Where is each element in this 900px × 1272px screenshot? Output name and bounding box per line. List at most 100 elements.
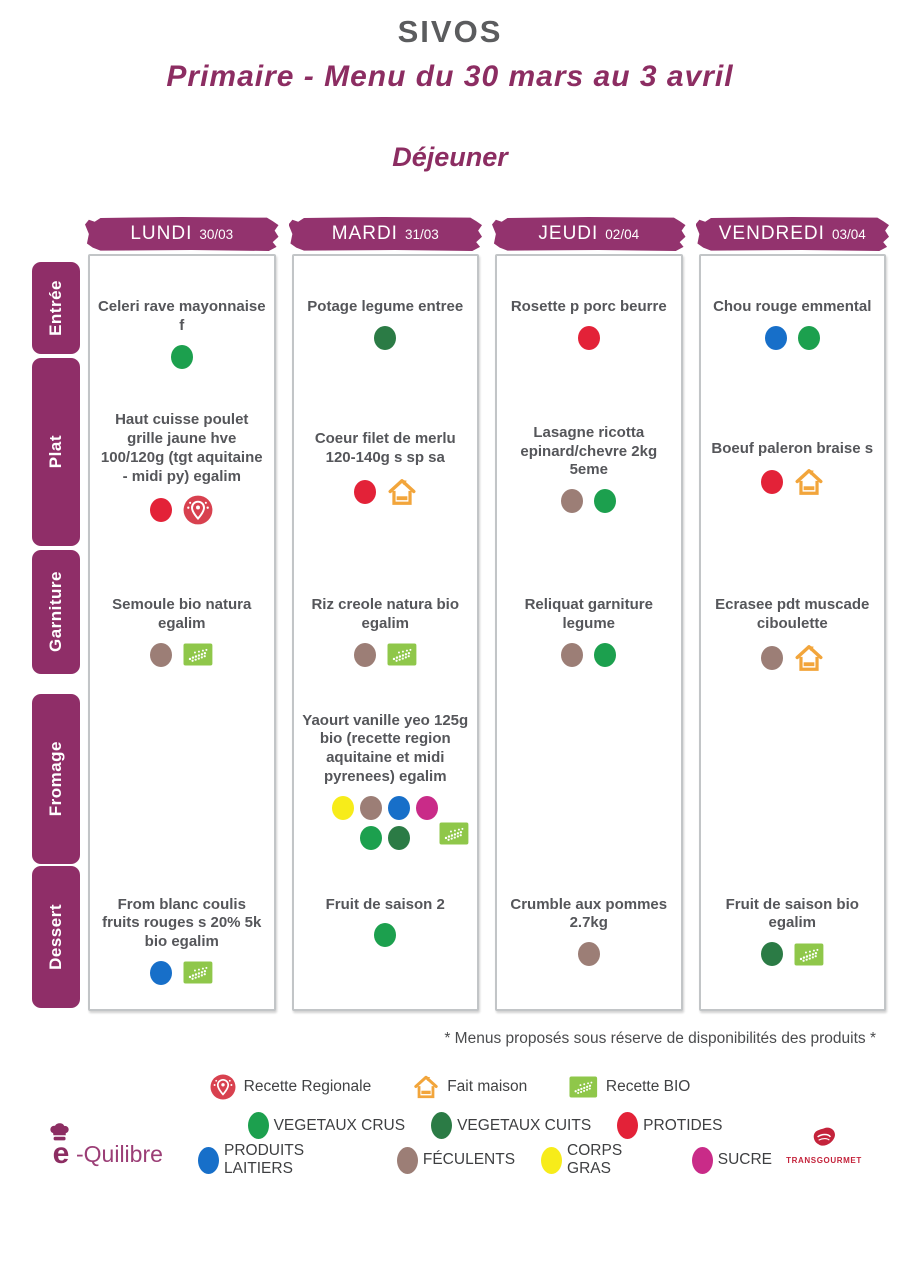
- recette-regionale-icon: [210, 1074, 236, 1100]
- produits-laitiers-dot: [764, 325, 787, 350]
- slot-mardi-plat: Coeur filet de merlu 120-140g s sp sa: [294, 380, 478, 556]
- equilibre-logo-text: -Quilibre: [76, 1141, 163, 1167]
- food-group-legend-feculents: FÉCULENTS: [396, 1142, 515, 1178]
- slot-jeudi-dessert: Crumble aux pommes 2.7kg: [497, 870, 681, 1009]
- day-name: JEUDI: [538, 223, 599, 244]
- menu-item-text: Ecrasee pdt muscade ciboulette: [715, 596, 870, 633]
- slot-jeudi-entree: Rosette p porc beurre: [497, 256, 681, 380]
- day-header-jeudi: JEUDI 02/04: [492, 217, 686, 251]
- vegetaux-crus-dot: [247, 1112, 269, 1139]
- feculents-dot: [760, 645, 783, 670]
- protides-dot: [353, 479, 376, 504]
- protides-dot: [577, 325, 600, 350]
- course-tab-label: Fromage: [46, 741, 65, 817]
- day-date: 02/04: [605, 226, 640, 242]
- course-tab-garniture: Garniture: [32, 550, 80, 674]
- vegetaux-crus-dot: [797, 325, 820, 350]
- equilibre-logo: e -Quilibre: [48, 1121, 198, 1169]
- slot-vendredi-dessert: Fruit de saison bio egalim: [701, 870, 885, 1009]
- equilibre-logo-mark: e: [48, 1121, 74, 1169]
- feculents-dot: [577, 942, 600, 967]
- bio-icon: [569, 1076, 598, 1098]
- slot-jeudi-garniture: Reliquat garniture legume: [497, 556, 681, 695]
- food-group-dots: [701, 325, 885, 350]
- slot-mardi-entree: Potage legume entree: [294, 256, 478, 380]
- menu-item-text: Boeuf paleron braise s: [711, 439, 874, 457]
- sucre-dot: [416, 795, 439, 820]
- day-header-lundi: LUNDI 30/03: [85, 217, 279, 251]
- day-date: 30/03: [199, 226, 234, 242]
- slot-lundi-entree: Celeri rave mayonnaise f: [90, 256, 274, 380]
- sucre-dot: [691, 1146, 713, 1174]
- course-tab-fromage: Fromage: [32, 694, 80, 864]
- day-name: MARDI: [331, 223, 398, 244]
- feculents-dot: [353, 642, 376, 667]
- bio-icon: [794, 943, 824, 966]
- fait-maison-icon: [413, 1074, 439, 1100]
- course-tab-label: Entrée: [46, 280, 65, 336]
- menu-item-text: Yaourt vanille yeo 125g bio (recette reg…: [302, 711, 469, 785]
- food-group-dots: [701, 643, 885, 673]
- course-tab-label: Plat: [46, 435, 65, 469]
- legend-label: Recette Regionale: [243, 1078, 372, 1095]
- feculents-dot: [561, 489, 584, 514]
- course-tab-label: Garniture: [46, 571, 65, 653]
- food-group-label: CORPS GRAS: [567, 1142, 623, 1177]
- fait-maison-icon: [794, 643, 824, 673]
- food-group-dots: [701, 942, 885, 967]
- day-date: 31/03: [404, 226, 439, 242]
- legend-item-recette-regionale: Recette Regionale: [210, 1074, 372, 1100]
- bio-icon: [439, 822, 469, 845]
- legend-item-fait-maison: Fait maison: [413, 1074, 527, 1100]
- food-group-dots: [701, 467, 885, 497]
- day-header-mardi: MARDI 31/03: [288, 217, 482, 251]
- menu-item-text: Celeri rave mayonnaise f: [97, 298, 266, 334]
- food-group-dots: [90, 344, 274, 369]
- food-group-dots: [497, 942, 681, 967]
- food-group-label: SUCRE: [717, 1151, 772, 1168]
- slot-mardi-dessert: Fruit de saison 2: [294, 870, 478, 1009]
- menu-item-text: Fruit de saison bio egalim: [725, 895, 859, 932]
- food-group-label: VEGETAUX CUITS: [457, 1116, 592, 1134]
- meal-title: Déjeuner: [392, 142, 508, 172]
- produits-laitiers-dot: [388, 795, 411, 820]
- slot-jeudi-plat: Lasagne ricotta epinard/chevre 2kg 5eme: [497, 380, 681, 556]
- feculents-dot: [396, 1146, 418, 1174]
- vegetaux-crus-dot: [594, 489, 617, 514]
- day-name: LUNDI: [130, 223, 193, 244]
- legend-label: Recette BIO: [605, 1078, 691, 1095]
- food-group-dots: [497, 489, 681, 514]
- food-group-dot-cluster: [322, 795, 448, 850]
- produits-laitiers-dot: [150, 960, 173, 985]
- course-tab-entree: Entrée: [32, 262, 80, 354]
- bio-icon: [387, 643, 417, 666]
- vegetaux-crus-dot: [594, 642, 617, 667]
- bio-icon: [183, 961, 213, 984]
- vegetaux-cuits-dot: [760, 942, 783, 967]
- food-group-dots: [497, 642, 681, 667]
- vegetaux-cuits-dot: [431, 1112, 453, 1139]
- food-group-label: PRODUITS LAITIERS: [224, 1142, 305, 1177]
- menu-item-text: Lasagne ricotta epinard/chevre 2kg 5eme: [520, 423, 658, 479]
- transgourmet-logo-text: TRANSGOURMET: [786, 1155, 862, 1165]
- food-group-legend-corps-gras: CORPS GRAS: [541, 1142, 666, 1178]
- corps-gras-dot: [541, 1146, 563, 1174]
- course-tab-dessert: Dessert: [32, 866, 80, 1008]
- course-tab-label: Dessert: [46, 904, 65, 970]
- slot-vendredi-garniture: Ecrasee pdt muscade ciboulette: [701, 556, 885, 695]
- feculents-dot: [150, 642, 173, 667]
- fait-maison-icon: [794, 467, 824, 497]
- menu-item-text: Crumble aux pommes 2.7kg: [510, 895, 668, 932]
